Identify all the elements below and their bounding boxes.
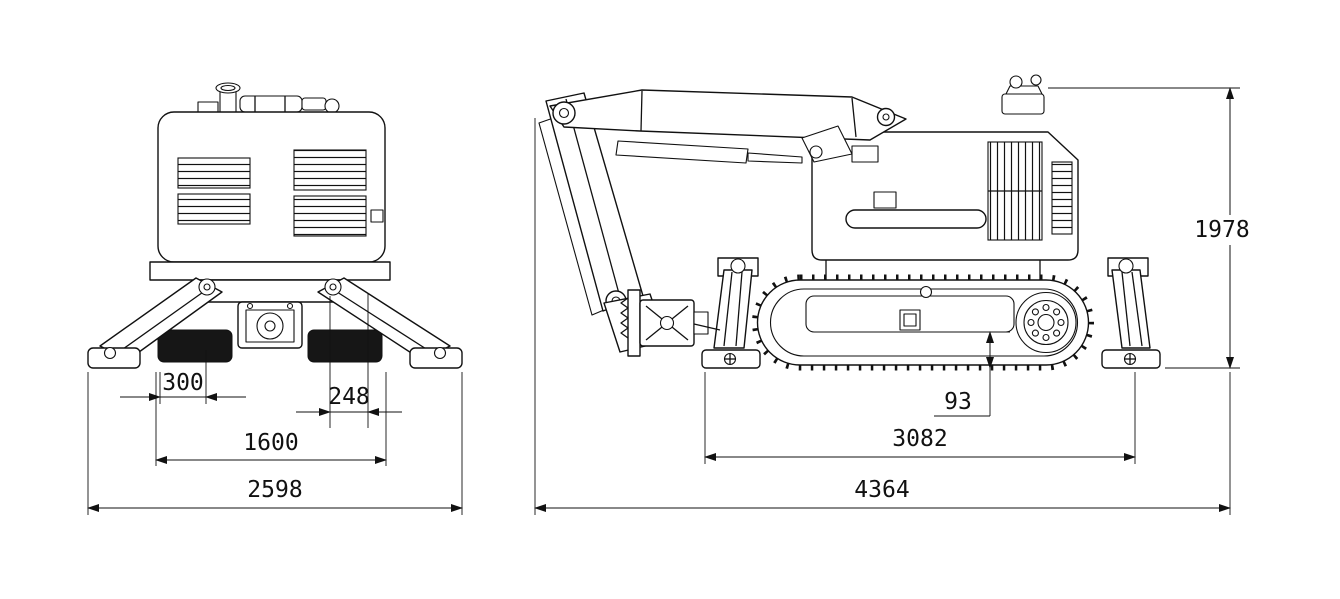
side-outrigger-rear [1101, 257, 1161, 369]
front-exhaust [197, 82, 340, 114]
dim-outrigger-offset: 300 [120, 350, 246, 404]
front-foot-left [87, 347, 141, 369]
dim-pad-width-label: 248 [328, 384, 370, 410]
dim-base-length-label: 3082 [892, 426, 947, 452]
side-outrigger-front [701, 257, 761, 369]
side-handle [845, 209, 987, 229]
drive-sprocket [1015, 291, 1077, 354]
dim-overall-height: 1978 [1048, 87, 1250, 369]
side-body [811, 131, 1079, 261]
dim-overall-length-label: 4364 [854, 477, 909, 503]
dimension-annotations: 300 248 1600 2598 [87, 87, 1250, 515]
dim-support-span-label: 1600 [243, 430, 298, 456]
dim-overall-width: 2598 [87, 372, 463, 515]
front-chassis [149, 261, 391, 303]
front-tracks [157, 329, 383, 363]
dim-base-length: 3082 [704, 372, 1136, 464]
side-view [538, 74, 1161, 371]
front-body-latch [370, 209, 384, 223]
dim-ground-clearance: 93 [934, 331, 1010, 417]
boom-attachment [620, 289, 721, 357]
front-slew-housing [237, 301, 303, 349]
side-boom [538, 89, 907, 357]
front-foot-right [409, 347, 463, 369]
dim-overall-width-label: 2598 [247, 477, 302, 503]
side-exhaust [1001, 74, 1045, 115]
boom-cylinder [615, 140, 749, 164]
dim-outrigger-offset-label: 300 [162, 370, 204, 396]
dim-pad-width: 248 [296, 293, 402, 428]
dim-ground-clearance-label: 93 [944, 389, 972, 415]
dim-support-span: 1600 [155, 372, 387, 466]
front-outrigger-left [87, 277, 223, 369]
front-body [157, 111, 386, 263]
side-track [752, 260, 1094, 371]
front-outrigger-right [317, 277, 463, 369]
front-view [87, 82, 463, 369]
dim-overall-height-label: 1978 [1194, 217, 1249, 243]
dim-overall-length: 4364 [534, 118, 1231, 515]
